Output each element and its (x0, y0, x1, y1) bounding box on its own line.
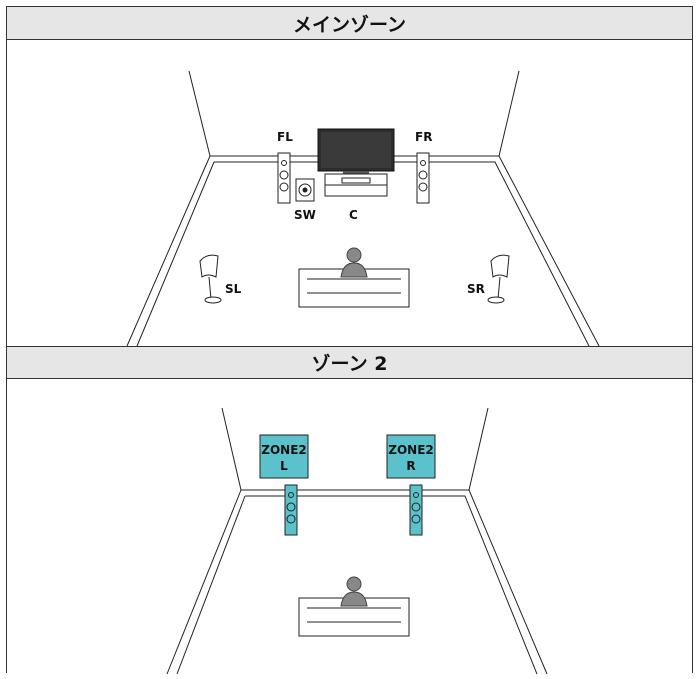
surround-right-speaker-icon (487, 254, 510, 304)
surround-left-speaker-icon (199, 254, 222, 304)
diagram-frame: メインゾーン (6, 6, 693, 675)
zone2-left-speaker-icon (284, 484, 298, 536)
zone2-header: ゾーン 2 (7, 346, 692, 379)
c-label: C (349, 208, 358, 222)
fr-label: FR (415, 130, 432, 144)
front-left-speaker-icon (277, 152, 291, 204)
zone2-listener-sofa-icon (298, 576, 410, 637)
zone2-title: ゾーン 2 (311, 353, 388, 375)
listener-sofa-icon (298, 247, 410, 308)
sl-label: SL (225, 282, 242, 296)
zone2-left-line2: L (280, 459, 288, 473)
zone2-right-line1: ZONE2 (388, 443, 434, 457)
zone2-room: ZONE2 L ZONE2 R (166, 407, 548, 675)
subwoofer-icon (295, 178, 315, 202)
zone2-right-speaker-icon (409, 484, 423, 536)
sr-label: SR (467, 282, 485, 296)
tv-icon (317, 128, 395, 197)
zone2-left-line1: ZONE2 (261, 443, 307, 457)
zone2-left-box: ZONE2 L (259, 434, 309, 479)
sw-label: SW (294, 208, 316, 222)
zone2-right-line2: R (406, 459, 415, 473)
zone2-right-box: ZONE2 R (386, 434, 436, 479)
main-zone-room: FL FR SW C SL SR (126, 70, 600, 347)
main-zone-title: メインゾーン (292, 13, 407, 36)
front-right-speaker-icon (416, 152, 430, 204)
fl-label: FL (277, 130, 293, 144)
main-zone-header: メインゾーン (7, 7, 692, 40)
